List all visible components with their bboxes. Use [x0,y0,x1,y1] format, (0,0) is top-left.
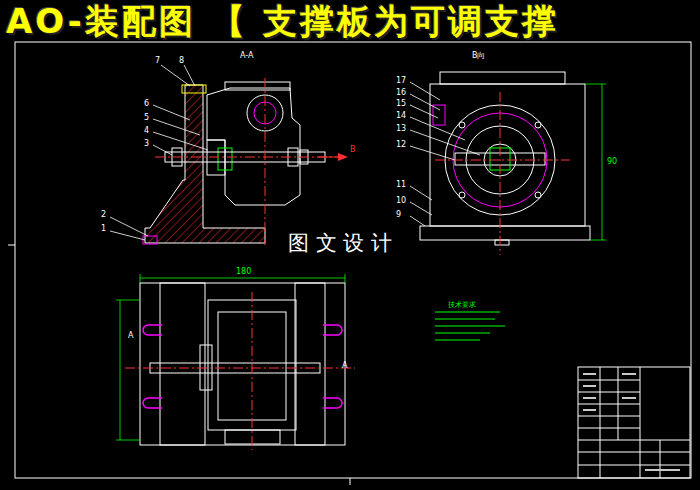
callout-number: 10 [396,197,406,205]
callout-number: 17 [396,77,406,85]
watermark: 图 文 设 计 [288,233,392,254]
view-arrow-label: B [350,146,356,154]
callout-number: 1 [101,225,106,233]
callout-number: 12 [396,141,406,149]
view-label: B向 [472,52,486,60]
view-label: A-A [240,52,253,60]
callout-number: 16 [396,89,406,97]
section-mark: A [128,332,133,340]
notes-heading: 技术要求 [448,302,476,309]
callout-number: 8 [179,57,184,65]
callout-number: 3 [144,140,149,148]
dimension-text: 90 [607,158,617,166]
callout-number: 13 [396,125,406,133]
callout-number: 4 [144,127,149,135]
section-mark: A [342,362,347,370]
callout-number: 2 [101,211,106,219]
drawing-title: AO-装配图 【 支撑板为可调支撑 [6,4,559,38]
callout-number: 9 [396,211,401,219]
callout-number: 5 [144,114,149,122]
callout-number: 11 [396,181,406,189]
callout-number: 7 [155,57,160,65]
callout-number: 6 [144,100,149,108]
callout-number: 14 [396,112,406,120]
callout-number: 15 [396,100,406,108]
dimension-text: 180 [236,268,251,276]
